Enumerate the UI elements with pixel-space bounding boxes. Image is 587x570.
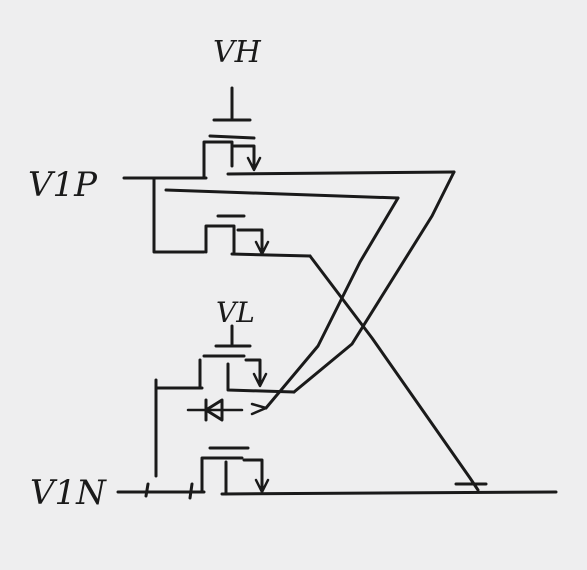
nmos-vl xyxy=(154,324,296,478)
label-vh: VH xyxy=(213,35,262,70)
v1n-wiring xyxy=(116,482,558,500)
cross-wires xyxy=(264,170,480,492)
diode-icon xyxy=(186,398,268,422)
pmos-middle xyxy=(204,214,312,258)
label-v1n: V1N xyxy=(30,473,107,513)
nmos-bottom xyxy=(200,446,270,496)
v1p-wiring xyxy=(122,170,456,254)
label-vl: VL xyxy=(216,296,255,329)
label-v1p: V1P xyxy=(28,165,98,205)
pmos-top xyxy=(202,86,262,180)
